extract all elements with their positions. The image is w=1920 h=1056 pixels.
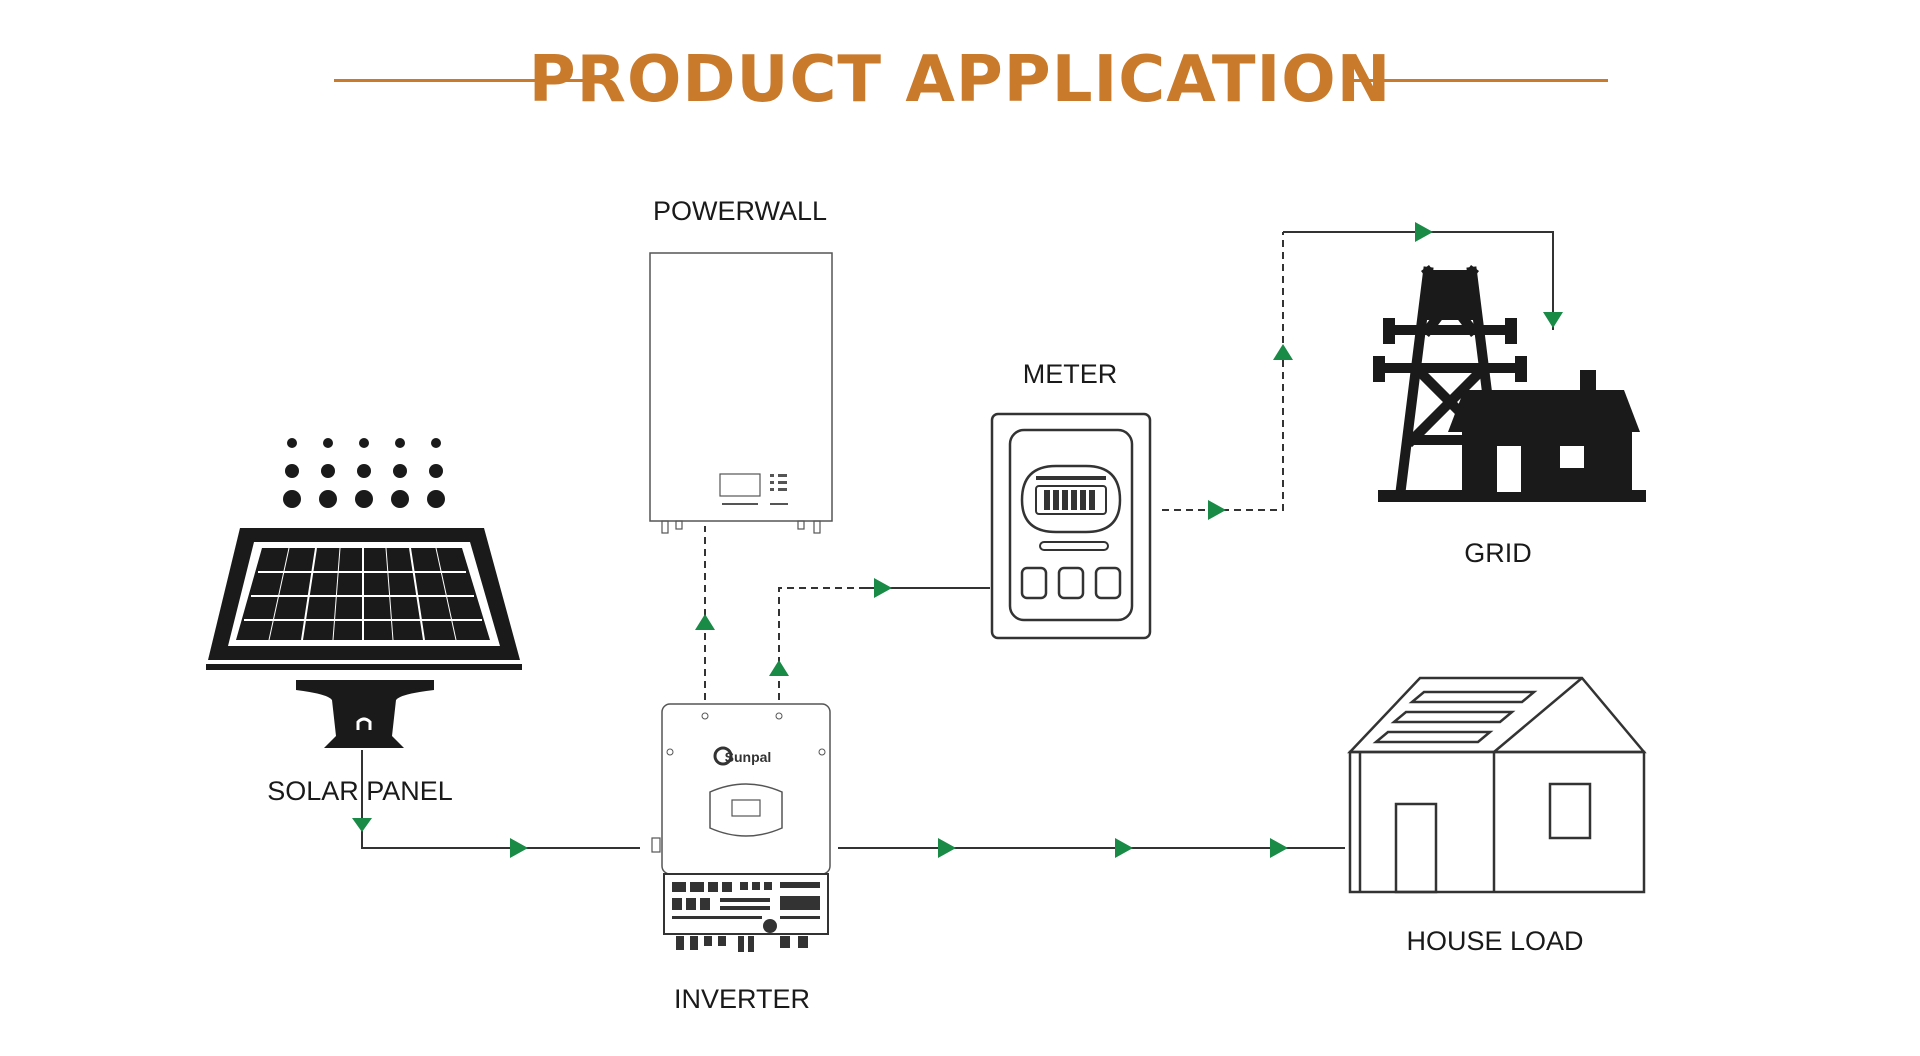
label-house-load: HOUSE LOAD — [1406, 926, 1583, 956]
arrow-right-4 — [1270, 838, 1288, 858]
page-title: PRODUCT APPLICATION — [528, 43, 1392, 117]
labels: POWERWALL METER GRID SOLAR PANEL INVERTE… — [267, 196, 1583, 1014]
grid-tower-icon — [1373, 264, 1646, 502]
arrow-right-1 — [510, 838, 528, 858]
powerwall-icon — [649, 252, 833, 534]
line-meter-to-grid — [1162, 232, 1284, 511]
meter-icon — [990, 412, 1152, 640]
title-rule-left — [334, 79, 590, 82]
label-inverter: INVERTER — [674, 984, 810, 1014]
arrow-up-powerwall — [695, 614, 715, 630]
title-rule-right — [1352, 79, 1608, 82]
line-solar-to-inverter — [361, 750, 640, 849]
connection-lines — [361, 231, 1554, 849]
sun-dots — [283, 438, 445, 508]
arrow-right-grid-1 — [1208, 500, 1226, 520]
title-bar: PRODUCT APPLICATION — [0, 40, 1920, 120]
label-grid: GRID — [1464, 538, 1532, 568]
arrow-up-grid — [1273, 344, 1293, 360]
arrow-right-2 — [938, 838, 956, 858]
arrow-right-meter — [874, 578, 892, 598]
house-icon — [1347, 676, 1647, 894]
inverter-icon — [651, 703, 831, 952]
label-meter: METER — [1023, 359, 1118, 389]
solar-panel-icon — [206, 438, 522, 748]
line-inverter-to-meter — [778, 587, 860, 700]
inverter-brand-text: Sunpal — [725, 749, 772, 765]
label-solar-panel: SOLAR PANEL — [267, 776, 453, 806]
label-powerwall: POWERWALL — [653, 196, 827, 226]
arrow-down-solar — [352, 818, 372, 832]
arrow-right-3 — [1115, 838, 1133, 858]
flow-arrows — [352, 222, 1563, 858]
line-top-to-grid — [1283, 231, 1554, 330]
arrow-down-grid — [1543, 312, 1563, 328]
arrow-up-meter — [769, 660, 789, 676]
arrow-right-top — [1415, 222, 1433, 242]
